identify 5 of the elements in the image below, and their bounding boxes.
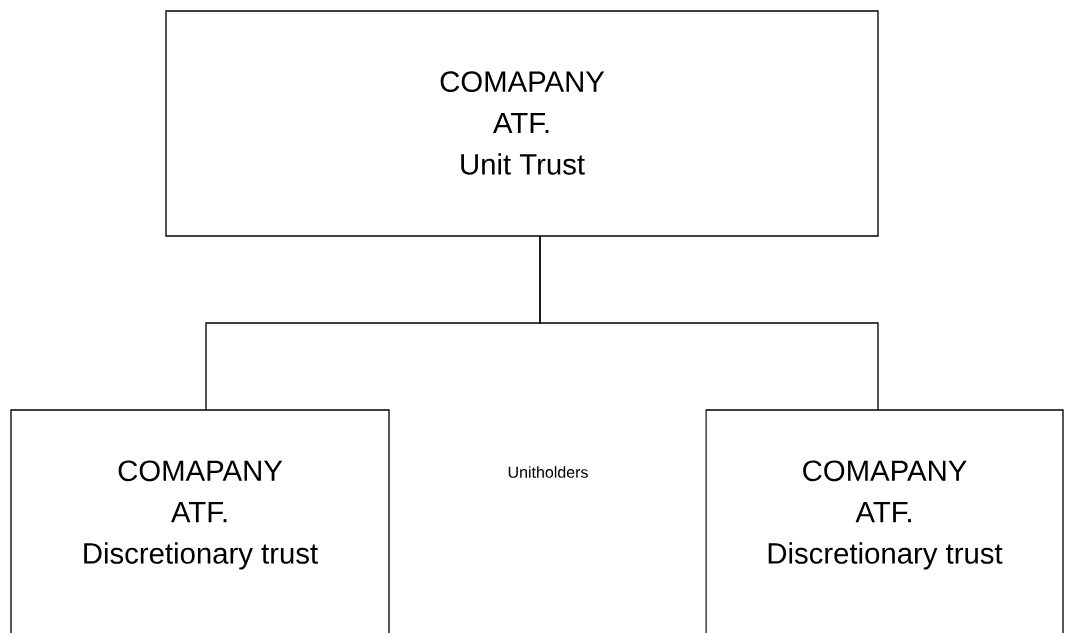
org-box: COMAPANY ATF. Unit Trust (165, 10, 879, 237)
org-box: COMAPANY ATF. Discretionary trust (10, 409, 390, 633)
connector-line (539, 235, 879, 411)
org-box: COMAPANY ATF. Discretionary trust (705, 409, 1064, 633)
note-text: Unitholders (508, 466, 588, 478)
